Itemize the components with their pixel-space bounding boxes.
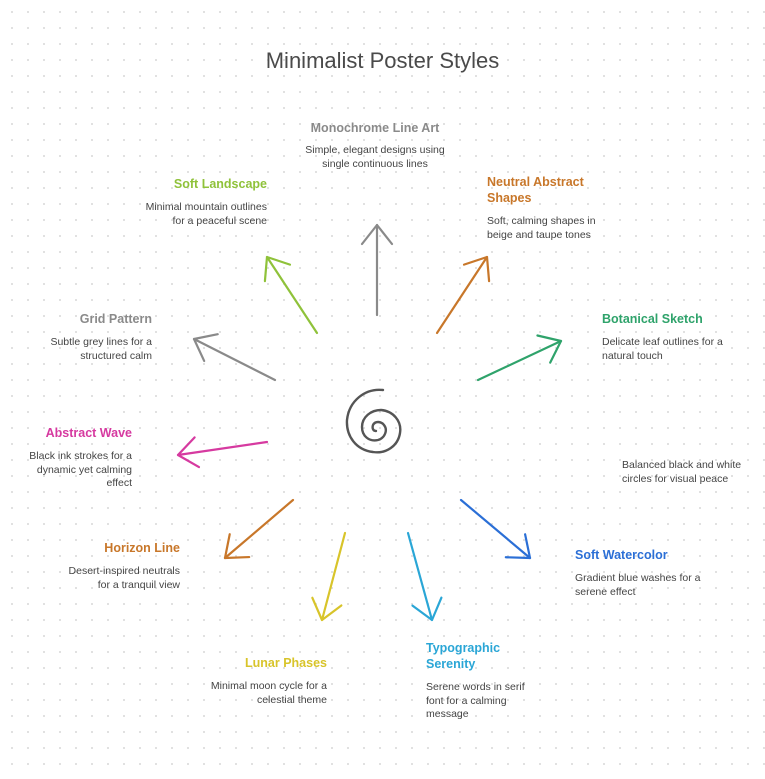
center-spiral-icon xyxy=(345,388,402,454)
item-description: Black ink strokes for a dynamic yet calm… xyxy=(29,450,132,489)
item-horizon-line: Horizon Line Desert-inspired neutrals fo… xyxy=(60,540,180,592)
item-soft-landscape: Soft Landscape Minimal mountain outlines… xyxy=(137,176,267,228)
item-typographic-serenity: Typographic Serenity Serene words in ser… xyxy=(426,640,541,722)
arrow-head xyxy=(223,533,251,560)
item-description: Gradient blue washes for a serene effect xyxy=(575,572,701,598)
arrow-head xyxy=(263,255,292,283)
arrow-head xyxy=(536,334,563,364)
item-title: Soft Watercolor xyxy=(575,548,668,562)
arrow-landscape xyxy=(263,255,319,335)
item-title: Soft Landscape xyxy=(173,177,267,191)
item-title: Monochrome Line Art xyxy=(310,121,440,135)
arrow-botanical xyxy=(476,334,563,382)
item-title: Abstract Wave xyxy=(45,426,132,440)
arrow-head xyxy=(176,436,201,469)
item-monochrome-line-art: Monochrome Line Art Simple, elegant desi… xyxy=(300,120,450,171)
arrow-horizon xyxy=(223,498,295,560)
item-description: Desert-inspired neutrals for a tranquil … xyxy=(68,565,180,591)
arrow-head xyxy=(462,255,491,283)
item-title: Horizon Line xyxy=(104,541,180,555)
item-description: Soft, calming shapes in beige and taupe … xyxy=(487,215,596,241)
item-grid-pattern: Grid Pattern Subtle grey lines for a str… xyxy=(22,311,152,363)
arrow-typographic xyxy=(406,531,443,622)
item-description: Serene words in serif font for a calming… xyxy=(426,681,525,720)
arrow-head xyxy=(360,223,394,246)
arrow-lunar xyxy=(311,531,347,622)
item-title: Lunar Phases xyxy=(245,656,327,670)
item-title: Grid Pattern xyxy=(79,312,152,326)
item-botanical-sketch: Botanical Sketch Delicate leaf outlines … xyxy=(602,311,732,363)
arrow-head xyxy=(311,596,343,622)
item-title: Botanical Sketch xyxy=(602,312,703,326)
item-title: Neutral Abstract Shapes xyxy=(487,175,584,205)
arrow-watercolor xyxy=(459,498,532,560)
item-description: Delicate leaf outlines for a natural tou… xyxy=(602,336,723,362)
item-soft-watercolor: Soft Watercolor Gradient blue washes for… xyxy=(575,547,705,599)
item-description: Simple, elegant designs using single con… xyxy=(305,144,445,170)
arrow-monochrome xyxy=(360,223,394,317)
arrow-head xyxy=(411,596,443,622)
item-lunar-phases: Lunar Phases Minimal moon cycle for a ce… xyxy=(197,655,327,707)
item-description: Subtle grey lines for a structured calm xyxy=(50,336,152,362)
item-abstract-wave: Abstract Wave Black ink strokes for a dy… xyxy=(10,425,132,491)
item-balanced-circles: Balanced black and white circles for vis… xyxy=(622,459,747,486)
arrow-grid xyxy=(192,333,277,382)
diagram-title: Minimalist Poster Styles xyxy=(265,48,500,73)
item-description: Minimal moon cycle for a celestial theme xyxy=(210,680,327,706)
item-neutral-abstract-shapes: Neutral Abstract Shapes Soft, calming sh… xyxy=(487,174,612,242)
item-title: Typographic Serenity xyxy=(426,641,501,671)
arrow-head xyxy=(192,333,219,363)
arrow-head xyxy=(504,533,532,560)
item-description: Balanced black and white circles for vis… xyxy=(622,459,742,485)
arrow-neutral xyxy=(435,255,491,335)
arrow-wave xyxy=(176,436,269,469)
item-description: Minimal mountain outlines for a peaceful… xyxy=(145,201,267,227)
